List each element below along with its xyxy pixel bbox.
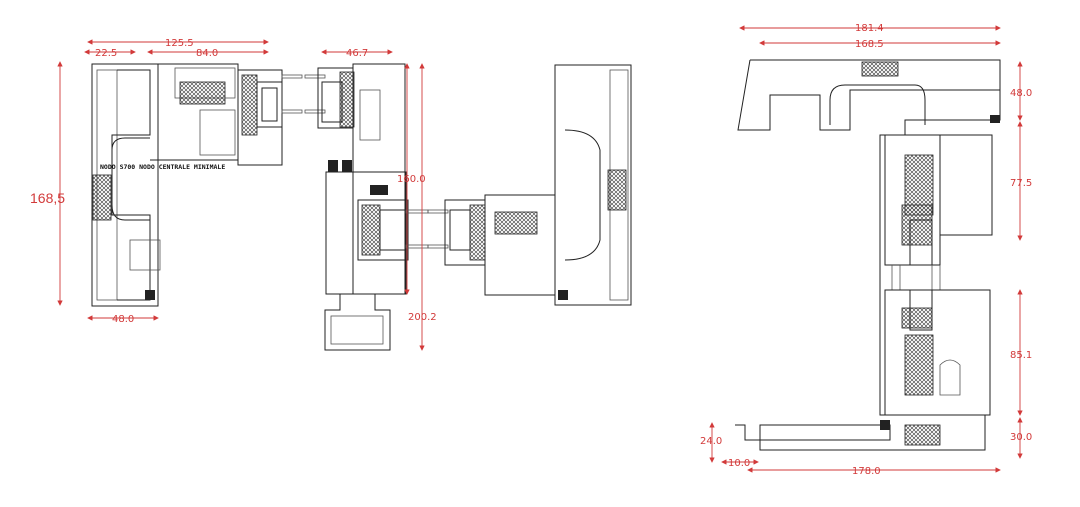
- dim-sill-height: 30.0: [1010, 432, 1032, 443]
- dim-height-168-5: 168,5: [30, 190, 65, 206]
- dim-threshold-offset: 10.0: [728, 458, 750, 469]
- centre-mullion-profile: [304, 63, 429, 351]
- dim-overall-width: 125.5: [165, 38, 194, 49]
- dim-bottom-width: 48.0: [112, 314, 134, 325]
- drawing-note: NODO S700 NODO CENTRALE MINIMALE: [100, 163, 225, 171]
- dim-height-inner: 160.0: [397, 174, 426, 185]
- left-frame-profile: [91, 63, 303, 307]
- dim-upper-sash: 77.5: [1010, 178, 1032, 189]
- left-dimensions: [57, 39, 425, 351]
- dim-sash-width: 84.0: [196, 48, 218, 59]
- right-sash-profile: [427, 64, 632, 306]
- dim-top-height: 48.0: [1010, 88, 1032, 99]
- right-dimensions: [709, 25, 1023, 473]
- dim-threshold-height: 24.0: [700, 436, 722, 447]
- dim-left-offset: 22.5: [95, 48, 117, 59]
- dim-lower-sash: 85.1: [1010, 350, 1032, 361]
- right-vertical-section: [735, 59, 1001, 451]
- dim-168-5: 168.5: [855, 39, 884, 50]
- dim-181-4: 181.4: [855, 23, 884, 34]
- dim-bottom-width-178: 178.0: [852, 466, 881, 477]
- dim-mullion-width: 46.7: [346, 48, 368, 59]
- dim-height-total: 200.2: [408, 312, 437, 323]
